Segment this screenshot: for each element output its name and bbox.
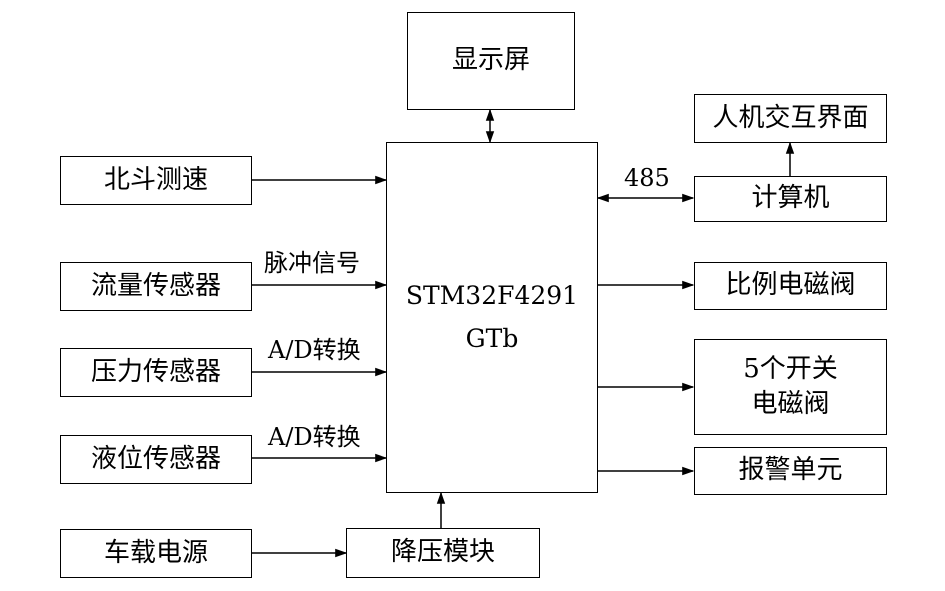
switch-valve-line1: 5个开关 [743, 353, 838, 384]
computer-box: 计算机 [694, 176, 887, 222]
rs485-label: 485 [624, 164, 670, 192]
ad-conversion-label-1: A/D转换 [268, 336, 361, 364]
display-box: 显示屏 [407, 12, 575, 110]
beidou-box: 北斗测速 [60, 156, 252, 205]
power-box: 车载电源 [60, 529, 252, 578]
flow-sensor-box: 流量传感器 [60, 262, 252, 311]
mcu-label-line1: STM32F4291 [405, 281, 579, 310]
mcu-label-line2: GTb [465, 323, 519, 353]
pulse-signal-label: 脉冲信号 [264, 249, 360, 277]
switch-valve-box: 5个开关 电磁阀 [694, 339, 887, 435]
ad-conversion-label-2: A/D转换 [268, 423, 361, 451]
pressure-sensor-box: 压力传感器 [60, 348, 252, 397]
mcu-box: STM32F4291 GTb [386, 142, 598, 493]
buck-box: 降压模块 [346, 528, 540, 578]
hmi-box: 人机交互界面 [694, 94, 887, 143]
level-sensor-box: 液位传感器 [60, 435, 252, 484]
prop-valve-box: 比例电磁阀 [694, 262, 887, 310]
alarm-box: 报警单元 [694, 447, 887, 495]
switch-valve-line2: 电磁阀 [751, 389, 830, 419]
